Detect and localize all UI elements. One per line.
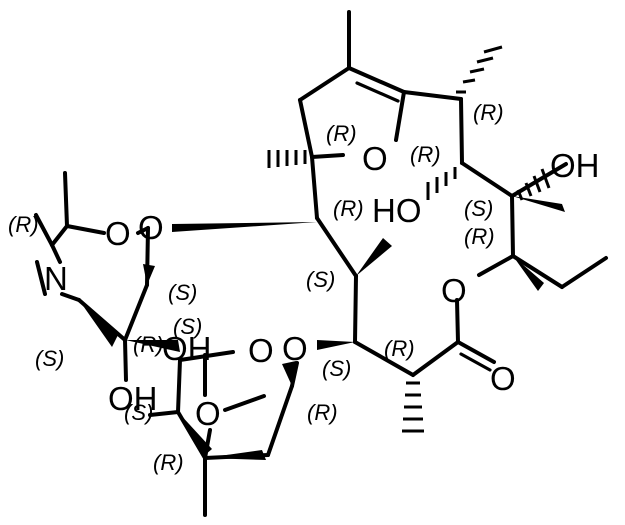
wedge-bonds bbox=[79, 196, 565, 460]
glycosidic-oxygen-label: O bbox=[282, 330, 308, 367]
stereo-descriptor: (R) bbox=[153, 450, 184, 475]
hydroxyl-label: OH bbox=[550, 147, 600, 184]
stereo-descriptor: (R) bbox=[333, 196, 364, 221]
stereo-descriptor: (S) bbox=[35, 346, 64, 371]
stereo-descriptor: (R) bbox=[307, 400, 338, 425]
stereo-descriptor: (R) bbox=[133, 332, 164, 357]
hydroxyl-label: OH bbox=[108, 380, 158, 417]
carbonyl-oxygen-label: O bbox=[490, 360, 516, 397]
stereo-descriptor: (S) bbox=[173, 314, 202, 339]
hydroxyl-label: HO bbox=[372, 192, 422, 229]
sugar-ring-oxygen-label: O bbox=[105, 215, 131, 252]
sugar-ring-oxygen-label: O bbox=[248, 332, 274, 369]
methoxy-oxygen-label: O bbox=[195, 395, 221, 432]
stereo-labels: (R) (R) (R) (R) (S) (R) (S) (S) (R) (R) … bbox=[8, 100, 504, 475]
stereo-descriptor: (R) bbox=[473, 100, 504, 125]
atom-labels: O OH HO O O O O N OH O O OH O bbox=[44, 140, 600, 432]
glycosidic-oxygen-label: O bbox=[138, 209, 164, 246]
nitrogen-label: N bbox=[44, 260, 68, 297]
stereo-descriptor: (R) bbox=[410, 142, 441, 167]
stereo-descriptor: (R) bbox=[8, 212, 39, 237]
stereo-descriptor: (S) bbox=[168, 280, 197, 305]
lactone-oxygen-label: O bbox=[441, 272, 467, 309]
stereo-descriptor: (S) bbox=[464, 196, 493, 221]
stereo-descriptor: (R) bbox=[464, 224, 495, 249]
stereo-descriptor: (R) bbox=[326, 121, 357, 146]
stereo-descriptor: (S) bbox=[124, 400, 153, 425]
stereo-descriptor: (S) bbox=[306, 267, 335, 292]
ring-oxygen-label: O bbox=[362, 140, 388, 177]
hashed-bonds bbox=[267, 45, 551, 433]
hydroxyl-label: OH bbox=[162, 330, 212, 367]
stereo-descriptor: (R) bbox=[384, 336, 415, 361]
stereo-descriptor: (S) bbox=[322, 356, 351, 381]
